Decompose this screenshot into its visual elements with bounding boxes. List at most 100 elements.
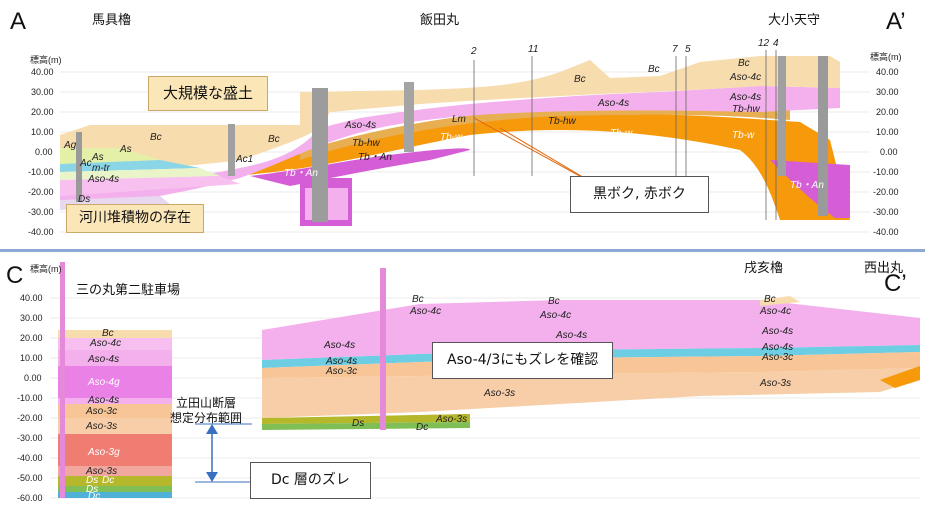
boring-number: 4 <box>773 38 779 49</box>
layer-label: Bc <box>150 132 162 143</box>
title-parking: 三の丸第二駐車場 <box>76 283 181 298</box>
layer-label: Aso-4s <box>344 120 376 131</box>
top-tick-right: 0.00 <box>880 147 898 157</box>
layer-label: Aso-4c <box>409 306 441 317</box>
layer-label: Aso-4s <box>325 356 357 367</box>
layer-bc-top <box>60 56 840 172</box>
bottom-tick: -50.00 <box>17 473 43 483</box>
top-tick-right: 40.00 <box>876 67 899 77</box>
bottom-tick: -40.00 <box>17 453 43 463</box>
top-section: 40.00 30.00 20.00 10.00 0.00 -10.00 -20.… <box>28 38 902 237</box>
layer-label: Bc <box>268 134 280 145</box>
callout-large-fill: 大規模な盛土 <box>148 76 269 111</box>
layer-label: Tb-hw <box>732 104 761 115</box>
callout-kuroboku: 黒ボク, 赤ボク <box>570 176 709 214</box>
fault-range-label-line1: 立田山断層 <box>176 396 237 410</box>
title-castle-towers: 大小天守 <box>768 13 821 28</box>
layer-label: Bc <box>738 58 750 69</box>
fault-range-label: 立田山断層 想定分布範囲 <box>170 396 242 426</box>
top-tick-right: -30.00 <box>873 207 899 217</box>
top-tick-right: 30.00 <box>876 87 899 97</box>
layer-label: Aso-4s <box>87 395 119 406</box>
layer-label: Aso-3c <box>761 352 793 363</box>
boring-number: 7 <box>672 44 678 55</box>
callout-aso-offset: Aso-4/3にもズレを確認 <box>432 342 614 380</box>
top-tick-right: -10.00 <box>873 167 899 177</box>
layer-bc-bottom <box>760 296 800 306</box>
layer-label: Aso-4c <box>89 338 121 349</box>
layer-label: Aso-4s <box>87 174 119 185</box>
bottom-axis-label: 標高(m) <box>30 263 62 274</box>
bottom-layer-labels: Bc Aso-4c Aso-4s Aso-4g Aso-4s Aso-3c As… <box>85 294 793 502</box>
bottom-tick: 0.00 <box>24 373 42 383</box>
bottom-tick: -60.00 <box>17 493 43 503</box>
layer-label: Aso-3c <box>85 406 117 417</box>
boring-number: 5 <box>685 44 691 55</box>
bottom-tick: 10.00 <box>20 353 43 363</box>
section-divider <box>0 249 925 252</box>
layer-label: Tb・An <box>790 180 824 191</box>
callout-fluvial-deposits: 河川堆積物の存在 <box>66 204 204 234</box>
layer-label: Dc <box>102 475 114 486</box>
top-tick-right: 10.00 <box>876 127 899 137</box>
corner-a-prime: A’ <box>886 8 906 35</box>
layer-label: Aso-4c <box>729 72 761 83</box>
corner-c-prime: C’ <box>884 270 907 297</box>
layer-label: Aso-4c <box>539 310 571 321</box>
layer-label: Aso-4s <box>597 98 629 109</box>
top-tick-right: 20.00 <box>876 107 899 117</box>
top-tick-right: -40.00 <box>873 227 899 237</box>
layer-label: Lm <box>452 114 466 125</box>
layer-label: Bc <box>574 74 586 85</box>
layer-label: Bc <box>102 328 114 339</box>
boring-numbers: 2 11 7 5 12 4 <box>470 38 779 57</box>
layer-label: Tb-w <box>732 130 755 141</box>
layer-label: Aso-4s <box>761 326 793 337</box>
layer-label: Aso-4s <box>729 92 761 103</box>
layer-label: m-tr <box>92 163 110 174</box>
corner-a: A <box>10 8 27 35</box>
top-tick-right: -20.00 <box>873 187 899 197</box>
layer-label: Tb・An <box>358 152 392 163</box>
layer-label: Aso-4g <box>87 377 120 388</box>
top-y-ticks: 40.00 30.00 20.00 10.00 0.00 -10.00 -20.… <box>28 51 902 237</box>
top-tick-left: -20.00 <box>28 187 54 197</box>
top-layer-labels: Ag As As Ac m-tr Aso-4s Ds Bc Ac1 Bc Aso… <box>63 58 824 205</box>
top-axis-label-right: 標高(m) <box>870 51 902 62</box>
top-tick-left: 30.00 <box>31 87 54 97</box>
layer-label: Bc <box>764 294 776 305</box>
layer-dc-bottom <box>262 414 470 424</box>
layer-label: Aso-4c <box>759 306 791 317</box>
top-axis-label-left: 標高(m) <box>30 54 62 65</box>
top-tick-left: -40.00 <box>28 227 54 237</box>
layer-label: Ac <box>79 158 92 169</box>
bottom-tick: 20.00 <box>20 333 43 343</box>
layer-label: Aso-3s <box>85 466 117 477</box>
bottom-tick: -30.00 <box>17 433 43 443</box>
layer-label: Aso-4s <box>555 330 587 341</box>
layer-label: Aso-3s <box>435 414 467 425</box>
top-tick-left: -30.00 <box>28 207 54 217</box>
fault-range-label-line2: 想定分布範囲 <box>170 411 243 425</box>
top-tick-left: 0.00 <box>35 147 53 157</box>
layer-label: Bc <box>548 296 560 307</box>
bottom-tick: 40.00 <box>20 293 43 303</box>
layer-label: Ds <box>352 418 364 429</box>
layer-label: Ds <box>86 475 98 486</box>
layer-label: Ds <box>86 484 98 495</box>
layer-label: As <box>91 152 104 163</box>
title-bagu-yagura: 馬具櫓 <box>92 13 132 28</box>
layer-label: Tb-hw <box>352 138 381 149</box>
layer-label: Dc <box>88 491 100 502</box>
top-tick-left: 40.00 <box>31 67 54 77</box>
layer-label: Ag <box>63 140 77 151</box>
layer-label: Bc <box>412 294 424 305</box>
layer-label: Dc <box>416 422 428 433</box>
bottom-tick: -20.00 <box>17 413 43 423</box>
corner-c: C <box>6 262 24 289</box>
layer-label: Aso-3s <box>759 378 791 389</box>
fault-range-marker <box>195 423 252 483</box>
top-borings <box>76 50 828 222</box>
